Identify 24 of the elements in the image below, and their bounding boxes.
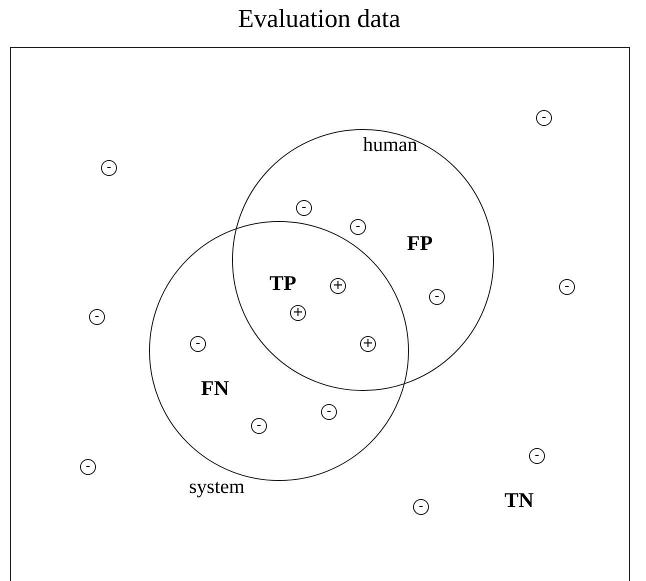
sample-marker: -: [321, 404, 337, 420]
circle-label: human: [363, 134, 418, 156]
sample-marker: -: [101, 160, 117, 176]
circle-label: system: [189, 476, 245, 498]
sample-marker: -: [251, 418, 267, 434]
sample-marker: -: [429, 289, 445, 305]
sample-marker: -: [190, 336, 206, 352]
region-label: FN: [201, 376, 229, 400]
sample-marker: -: [80, 459, 96, 475]
sample-marker: -: [413, 499, 429, 515]
region-label: FP: [407, 230, 433, 256]
sample-marker: -: [89, 309, 105, 325]
sample-marker: +: [360, 336, 376, 352]
sample-marker: -: [350, 219, 366, 235]
sample-marker: -: [536, 110, 552, 126]
sample-marker: -: [559, 279, 575, 295]
frame-heading: Evaluation data: [238, 4, 400, 34]
venn-circle: [232, 129, 494, 391]
sample-marker: -: [529, 448, 545, 464]
sample-marker: +: [290, 305, 306, 321]
region-label: TP: [270, 270, 296, 296]
sample-marker: +: [330, 278, 346, 294]
region-label: TN: [504, 488, 534, 512]
sample-marker: -: [296, 200, 312, 216]
